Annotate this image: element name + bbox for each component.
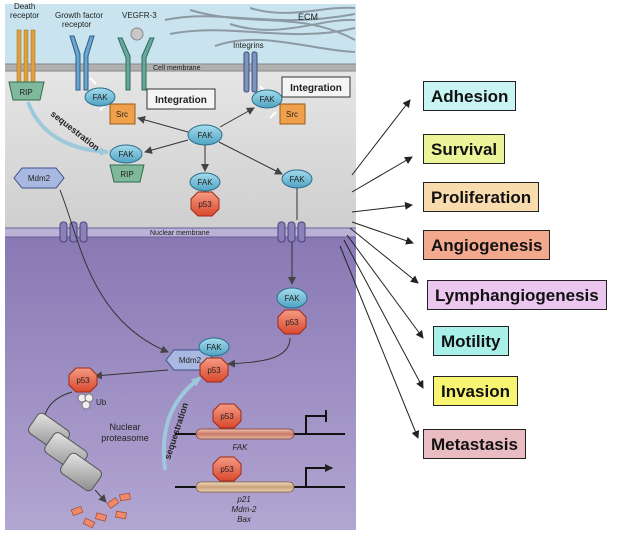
svg-text:Src: Src [116,110,128,119]
p53-ubiquitinated: p53 Ub [68,367,107,410]
svg-text:Ub: Ub [96,398,107,407]
src-integrin: Src [279,103,306,125]
svg-text:p53: p53 [220,412,234,421]
outcome-lymphangiogenesis: Lymphangiogenesis [427,280,607,310]
svg-text:Src: Src [286,110,298,119]
fak-central: FAK [187,124,223,146]
nuclear-membrane [5,228,356,237]
svg-text:RIP: RIP [120,170,133,179]
gene-p21-mdm2-bax: p53 p21 Mdm-2 Bax [175,456,345,524]
svg-text:Integration: Integration [290,83,342,94]
sequestration-arrow-bottom [161,376,202,471]
svg-text:Mdm2: Mdm2 [179,356,202,365]
cytoplasm-arrows [40,107,298,503]
vegfr3-receptor [117,27,155,91]
nuclear-proteasome-label-1: Nuclear [109,422,140,432]
fak-right: FAK [281,169,313,189]
nuclear-pore-left [59,221,88,243]
ecm-fibers [164,6,356,53]
outcome-metastasis: Metastasis [423,429,526,459]
svg-text:FAK: FAK [118,150,134,159]
sequestration-arrow-top [26,101,109,157]
svg-text:p53: p53 [198,200,212,209]
nuclear-pore-right [277,221,306,243]
fak-integrin: FAK [251,89,283,109]
svg-text:FAK: FAK [197,131,213,140]
integration-box-right: Integration [281,76,351,98]
outcome-proliferation: Proliferation [423,182,540,212]
svg-text:FAK: FAK [92,93,108,102]
svg-text:p53: p53 [76,376,90,385]
cell-membrane [5,64,356,71]
svg-text:Integration: Integration [155,95,207,106]
death-receptor [16,29,36,83]
integrin-receptor [243,51,258,93]
svg-text:Mdm-2: Mdm-2 [232,505,257,514]
mdm2-cytoplasm: Mdm2 [13,167,65,189]
svg-text:FAK: FAK [284,294,300,303]
nuclear-membrane-label: Nuclear membrane [150,230,210,237]
growth-factor-receptor [69,35,95,91]
outcome-adhesion: Adhesion [423,81,517,111]
ecm-label: ECM [298,12,318,22]
svg-text:Mdm2: Mdm2 [28,174,51,183]
gene-fak: p53 FAK [175,403,345,452]
outcome-invasion: Invasion [433,376,518,406]
outcome-survival: Survival [423,134,506,164]
integration-box-left: Integration [146,88,216,110]
svg-text:FAK: FAK [197,178,213,187]
vegfr3-label: VEGFR-3 [122,11,157,20]
nucleus [5,236,356,530]
svg-text:p53: p53 [220,465,234,474]
svg-text:FAK: FAK [259,95,275,104]
integrins-label: Integrins [233,41,264,50]
outcome-motility: Motility [433,326,509,356]
svg-text:p53: p53 [285,318,299,327]
svg-text:FAK: FAK [206,343,222,352]
mdm2-fak-p53-complex: Mdm2 FAK p53 [165,337,230,383]
svg-text:p53: p53 [207,366,221,375]
peptide-fragments [70,492,131,529]
rip-top: RIP [8,81,45,101]
fak-rip-complex: FAK RIP [109,144,145,183]
outcome-angiogenesis: Angiogenesis [423,230,551,260]
src-gfr: Src [109,103,136,125]
svg-text:Bax: Bax [237,515,252,524]
fak-p53-nucleus: FAK p53 [276,287,308,335]
svg-text:FAK: FAK [289,175,305,184]
rip-top-label: RIP [19,88,32,97]
nuclear-proteasome-label-2: proteasome [101,433,149,443]
cell-membrane-label: Cell membrane [153,65,201,72]
fak-gfr: FAK [84,87,116,107]
nuclear-proteasome [28,412,102,492]
svg-text:p21: p21 [236,495,250,504]
svg-text:FAK: FAK [233,443,249,452]
fak-p53-cytoplasm: FAK p53 [189,172,221,217]
outcome-arrows [339,99,424,439]
